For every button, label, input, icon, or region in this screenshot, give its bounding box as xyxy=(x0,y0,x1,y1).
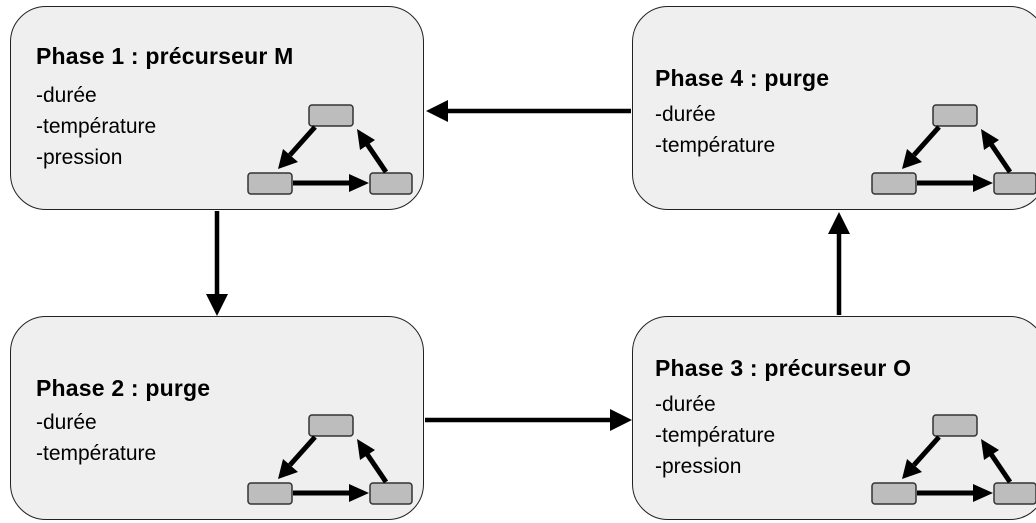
phase-4-param-duration: -durée xyxy=(655,103,716,126)
phase-2-param-duration: -durée xyxy=(36,411,97,434)
three-node-cycle-icon xyxy=(871,414,1036,505)
phase-2-box: Phase 2 : purge -durée -température xyxy=(10,316,424,520)
phase-3-param-pressure: -pression xyxy=(655,455,742,478)
phase-4-box: Phase 4 : purge -durée -température xyxy=(632,6,1036,210)
phase-1-title: Phase 1 : précurseur M xyxy=(36,43,294,69)
arrow-phase4-to-phase1 xyxy=(426,100,631,122)
phase-3-param-duration: -durée xyxy=(655,393,716,416)
arrow-phase2-to-phase3 xyxy=(425,409,632,431)
phase-3-params: -durée -température -pression xyxy=(655,389,775,482)
three-node-cycle-icon xyxy=(247,414,413,505)
three-node-cycle-icon xyxy=(247,104,413,195)
phase-1-box: Phase 1 : précurseur M -durée -températu… xyxy=(10,6,424,210)
phase-1-params: -durée -température -pression xyxy=(36,80,156,173)
phase-2-param-temperature: -température xyxy=(36,442,157,465)
phase-4-title: Phase 4 : purge xyxy=(655,65,830,91)
three-node-cycle-icon xyxy=(871,104,1036,195)
phase-3-box: Phase 3 : précurseur O -durée -températu… xyxy=(632,316,1036,520)
arrow-phase3-to-phase4 xyxy=(828,212,850,315)
arrow-phase1-to-phase2 xyxy=(206,211,228,316)
phase-1-param-temperature: -température xyxy=(36,115,157,138)
phase-1-param-duration: -durée xyxy=(36,84,97,107)
phase-4-params: -durée -température xyxy=(655,99,775,161)
phase-3-param-temperature: -température xyxy=(655,424,776,447)
phase-2-title: Phase 2 : purge xyxy=(36,375,211,401)
phase-4-param-temperature: -température xyxy=(655,134,776,157)
phase-1-param-pressure: -pression xyxy=(36,146,123,169)
phase-3-title: Phase 3 : précurseur O xyxy=(655,355,912,381)
phase-2-params: -durée -température xyxy=(36,407,156,469)
